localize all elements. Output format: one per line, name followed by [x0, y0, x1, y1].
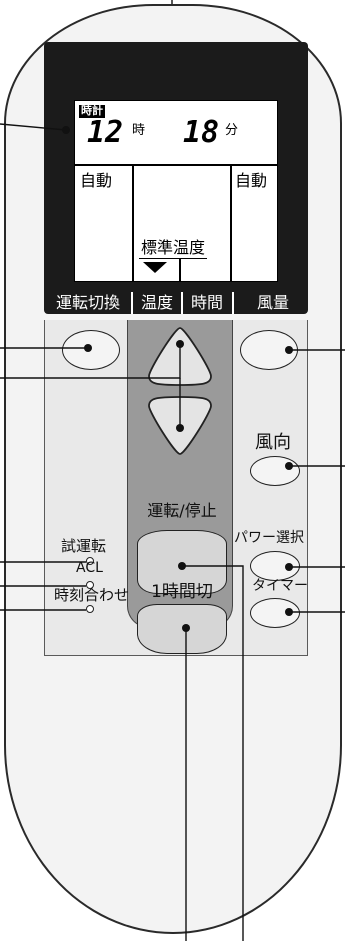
temperature-label: 温度 — [140, 293, 173, 312]
label-separator — [181, 292, 183, 314]
wind-direction-label: 風向 — [255, 432, 291, 453]
callout-dot — [176, 340, 184, 348]
callout-dot — [285, 608, 293, 616]
acl-button[interactable] — [86, 581, 94, 589]
callout-dot — [84, 344, 92, 352]
lcd-divider — [132, 164, 134, 282]
minute-value: 18 — [183, 115, 220, 150]
run-stop-label: 運転/停止 — [147, 501, 217, 520]
mode-right-value: 自動 — [235, 171, 268, 190]
callout-dot — [285, 563, 293, 571]
label-separator — [232, 292, 234, 314]
clock-set-label: 時刻合わせ — [54, 586, 130, 604]
callout-dot — [182, 624, 190, 632]
label-separator — [131, 292, 133, 314]
standard-temp-label: 標準温度 — [139, 234, 208, 259]
hour-unit: 時 — [132, 123, 146, 138]
acl-label: ACL — [76, 560, 103, 576]
lcd-display: 時計 12 時 18 分 自動 自動 標準温度 — [74, 100, 278, 282]
clock-tag: 時計 — [79, 105, 105, 118]
mode-switch-label: 運転切換 — [55, 293, 120, 312]
callout-dot — [285, 462, 293, 470]
triangle-down-icon — [143, 262, 167, 273]
callout-dot — [285, 346, 293, 354]
fan-speed-label: 風量 — [256, 293, 289, 312]
test-run-button[interactable] — [86, 557, 94, 565]
timer-label: タイマー — [252, 578, 308, 594]
callout-dot — [178, 562, 186, 570]
minute-unit: 分 — [225, 123, 239, 138]
callout-dot — [176, 424, 184, 432]
callout-dot — [62, 126, 70, 134]
one-hour-off-label: 1時間切 — [151, 582, 213, 602]
lcd-divider — [179, 259, 181, 282]
clock-set-button[interactable] — [86, 605, 94, 613]
hour-value: 12 — [87, 115, 124, 150]
time-label: 時間 — [190, 293, 223, 312]
lcd-divider — [75, 164, 277, 166]
wind-direction-button[interactable] — [250, 456, 300, 486]
lcd-divider — [230, 164, 232, 282]
power-select-label: パワー選択 — [234, 530, 304, 546]
mode-left-value: 自動 — [80, 171, 113, 190]
test-run-label: 試運転 — [61, 537, 107, 555]
